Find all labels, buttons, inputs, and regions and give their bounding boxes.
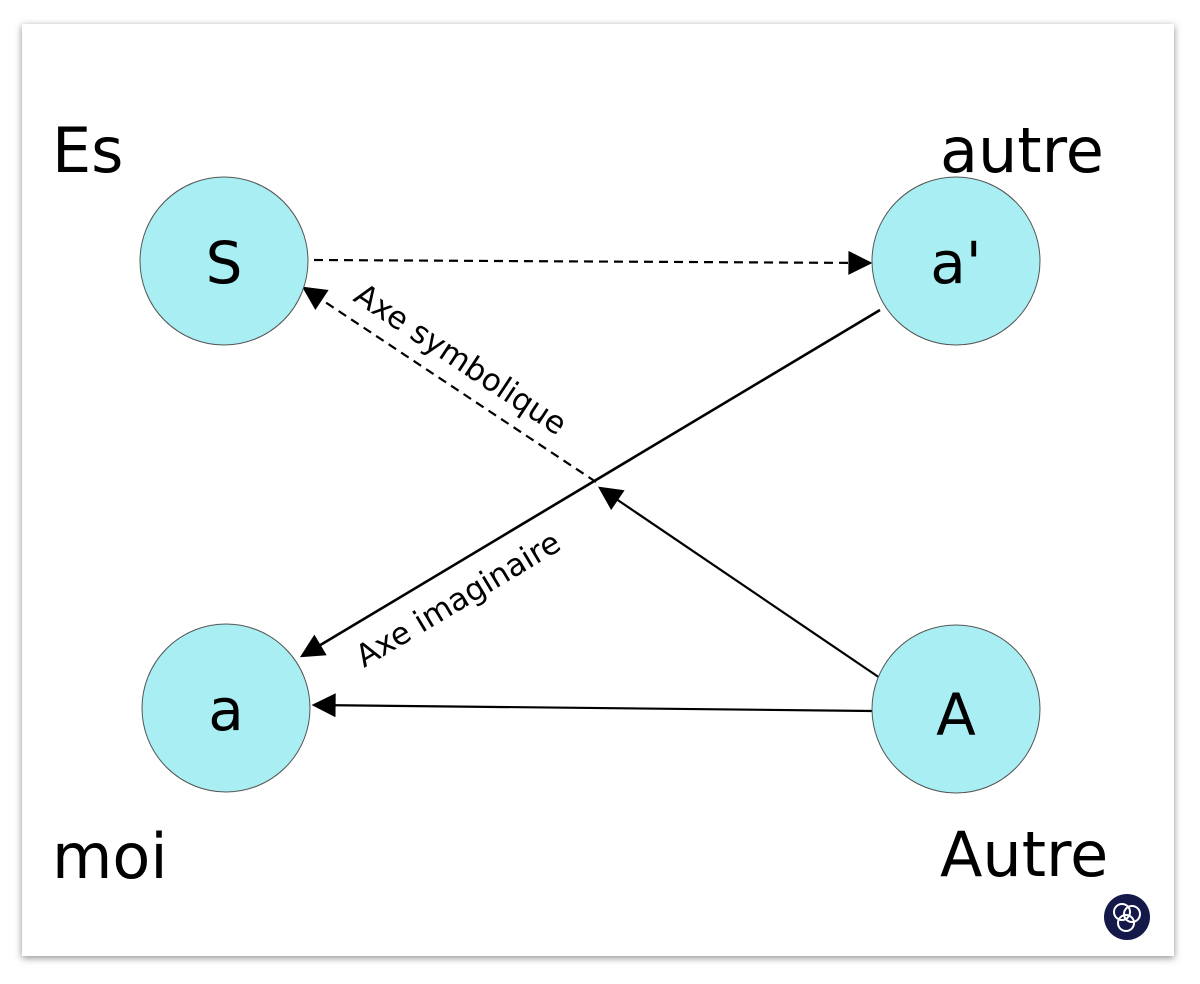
arrow-a-to-small-a bbox=[311, 693, 873, 718]
node-s: S bbox=[139, 176, 309, 346]
node-big-a-letter: A bbox=[936, 681, 976, 749]
node-a-prime-letter: a' bbox=[930, 229, 982, 297]
arrow-a-to-axis bbox=[598, 486, 881, 679]
node-s-letter: S bbox=[206, 229, 243, 297]
arrow-imaginary-axis bbox=[299, 308, 881, 658]
arrow-s-to-a-prime bbox=[313, 250, 873, 275]
label-autre-lower: autre bbox=[940, 114, 1104, 187]
interlinked-rings-icon bbox=[1104, 894, 1150, 940]
arrow-symbolic-axis bbox=[302, 286, 597, 483]
label-moi: moi bbox=[52, 820, 168, 893]
node-small-a-letter: a bbox=[208, 676, 244, 744]
label-autre-upper: Autre bbox=[940, 818, 1108, 891]
node-small-a: a bbox=[141, 623, 311, 793]
node-a-prime: a' bbox=[871, 176, 1041, 346]
label-es: Es bbox=[52, 114, 123, 187]
label-axe-symbolique: Axe symbolique bbox=[348, 277, 573, 443]
node-big-a: A bbox=[871, 624, 1041, 794]
label-axe-imaginaire: Axe imaginaire bbox=[350, 525, 567, 675]
